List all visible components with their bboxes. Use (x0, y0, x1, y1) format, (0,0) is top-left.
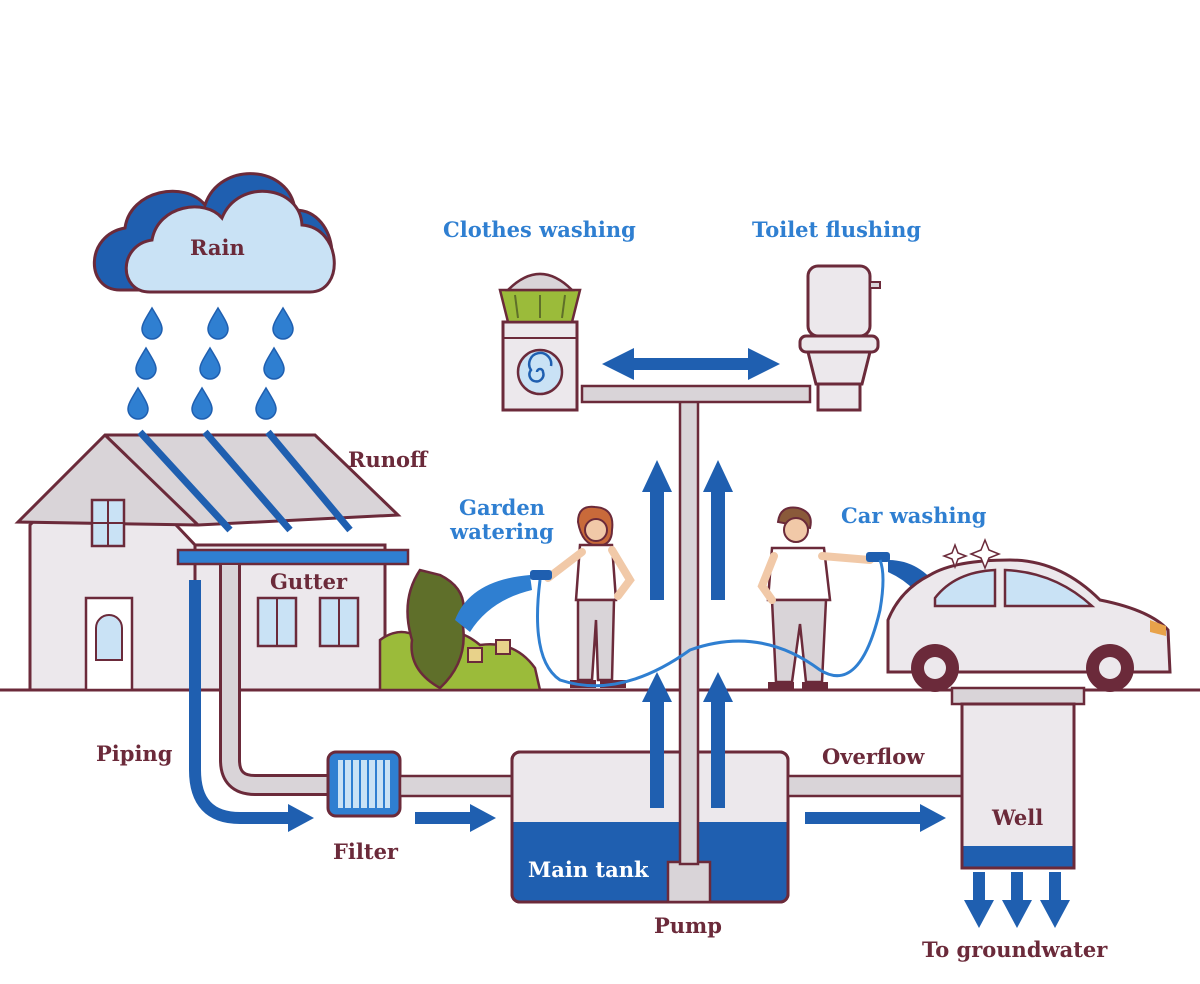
raindrop-icon (255, 386, 277, 420)
label-rain: Rain (190, 235, 245, 260)
toilet-icon (798, 264, 881, 412)
car-icon (886, 537, 1172, 692)
label-piping: Piping (96, 741, 173, 766)
label-clothes-washing: Clothes washing (443, 217, 636, 242)
raindrop-icon (199, 346, 221, 380)
person-icon (530, 505, 635, 688)
pump (666, 860, 712, 904)
label-garden-watering-line1: Garden (459, 495, 545, 520)
hose (536, 559, 885, 688)
riser-pipe (678, 396, 700, 866)
label-garden-watering-line2: watering (450, 519, 554, 545)
overflow-pipe (786, 774, 968, 798)
raindrop-icon (135, 346, 157, 380)
label-main-tank: Main tank (528, 857, 649, 882)
double-arrow-icon (602, 348, 780, 380)
upward-flow-arrows (642, 460, 733, 808)
label-to-groundwater: To groundwater (922, 937, 1108, 962)
label-gutter: Gutter (270, 569, 348, 594)
raindrop-icon (141, 306, 163, 340)
label-well: Well (992, 805, 1044, 830)
piping-flow-arrow (189, 580, 290, 824)
label-pump: Pump (654, 913, 722, 938)
label-overflow: Overflow (822, 744, 925, 769)
label-garden-watering: Garden watering (446, 495, 558, 545)
raindrop-icon (272, 306, 294, 340)
raindrop-icon (263, 346, 285, 380)
supply-pipe-top (580, 384, 812, 404)
person-icon (757, 506, 890, 690)
raindrop-icon (191, 386, 213, 420)
well (950, 686, 1086, 870)
raindrops (127, 306, 294, 420)
gutter-trough (176, 548, 410, 566)
washing-machine-icon (498, 272, 582, 412)
label-filter: Filter (333, 839, 398, 864)
label-car-washing: Car washing (841, 503, 987, 528)
label-runoff: Runoff (348, 447, 428, 472)
garden-water-spray (455, 575, 532, 632)
raindrop-icon (127, 386, 149, 420)
bush-icon (378, 568, 542, 692)
filter-icon (326, 750, 402, 818)
groundwater-arrows (964, 872, 1070, 928)
label-toilet-flushing: Toilet flushing (752, 217, 922, 242)
cloud-icon (92, 172, 336, 294)
raindrop-icon (207, 306, 229, 340)
